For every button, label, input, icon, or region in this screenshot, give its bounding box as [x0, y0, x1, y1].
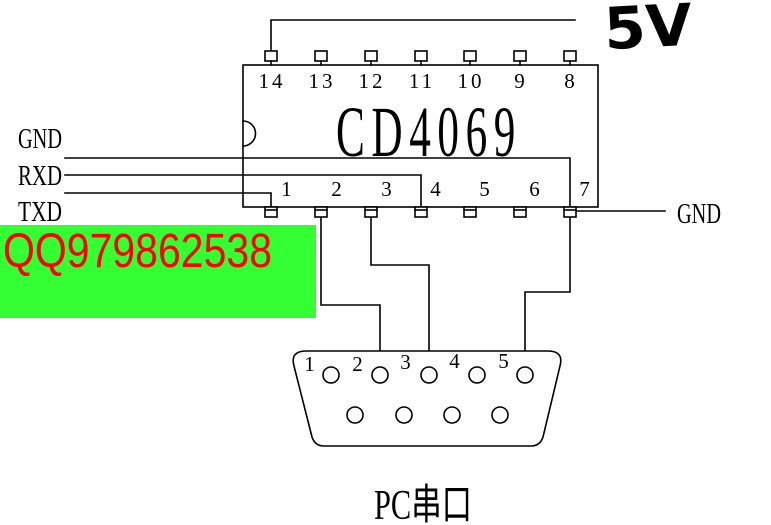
- signal-label-txd: TXD: [18, 196, 62, 228]
- signal-label-gnd-right: GND: [677, 198, 721, 230]
- pin-number: 2: [331, 177, 345, 201]
- port-pin-8: [443, 406, 461, 424]
- pin-2: 2: [314, 177, 345, 218]
- port-pin-1: [322, 366, 340, 384]
- contact-banner-text: QQ979862538: [3, 225, 272, 278]
- signal-label-rxd: RXD: [18, 160, 62, 192]
- pin-3: 3: [364, 177, 395, 218]
- pin-3-to-port-pin-3-wire: [370, 216, 430, 368]
- signal-label-gnd: GND: [18, 123, 62, 155]
- pin-10: 10: [458, 50, 485, 93]
- pin-box: [364, 206, 378, 218]
- pin-number: 9: [514, 69, 528, 93]
- pin-number: 7: [579, 177, 593, 201]
- ic-top-pins: 14 13 12 11 10 9 8: [259, 50, 578, 93]
- pin-box: [364, 50, 378, 62]
- contact-banner-box: [0, 225, 316, 318]
- pin-number: 4: [430, 177, 444, 201]
- pin-5: 5: [463, 177, 493, 218]
- pin-box: [414, 50, 428, 62]
- pin-box: [513, 50, 527, 62]
- supply-voltage-label: 5V: [602, 0, 694, 63]
- pin-4: 4: [414, 177, 444, 218]
- pin-number: 13: [309, 69, 336, 93]
- port-pin-6: [346, 406, 364, 424]
- pin-6: 6: [513, 177, 543, 218]
- pin-number: 11: [409, 69, 435, 93]
- pin-number: 6: [529, 177, 543, 201]
- port-pin-label: 5: [498, 349, 512, 373]
- port-pin-9: [491, 406, 509, 424]
- pin-box: [563, 206, 577, 218]
- pin-number: 8: [564, 69, 578, 93]
- ic-part-number: CD4069: [336, 92, 522, 172]
- pin-box: [264, 50, 278, 62]
- pin-box: [314, 206, 328, 218]
- pin-box: [264, 206, 278, 218]
- pin-box: [563, 50, 577, 62]
- ic-notch: [242, 120, 257, 147]
- pin-number: 14: [259, 69, 286, 93]
- pin-number: 3: [381, 177, 395, 201]
- pin-number: 10: [458, 69, 485, 93]
- pin-box: [414, 206, 428, 218]
- port-pin-4: [468, 366, 486, 384]
- txd-wire-to-pin-1: [64, 192, 272, 208]
- pin-14: 14: [259, 50, 286, 93]
- rxd-wire-to-pin-4: [64, 174, 422, 208]
- pin-12: 12: [359, 50, 386, 93]
- pin-box: [463, 206, 477, 218]
- pin-11: 11: [409, 50, 435, 93]
- serial-port-shell: [292, 350, 562, 447]
- pin-number: 12: [359, 69, 386, 93]
- port-pin-label: 1: [304, 352, 318, 376]
- pin-1: 1: [264, 177, 295, 218]
- port-pin-5: [516, 366, 534, 384]
- pin-7: 7: [563, 177, 593, 218]
- port-pin-2: [371, 366, 389, 384]
- port-pin-label: 2: [352, 352, 366, 376]
- pin-2-to-port-pin-2-wire: [320, 216, 381, 368]
- port-pin-3: [420, 366, 438, 384]
- pin-number: 1: [281, 177, 295, 201]
- pin-9: 9: [513, 50, 528, 93]
- pin-box: [314, 50, 328, 62]
- pin-box: [463, 50, 477, 62]
- port-pin-7: [395, 406, 413, 424]
- pin-number: 5: [479, 177, 493, 201]
- pin-box: [513, 206, 527, 218]
- ic-bottom-pins: 1 2 3 4 5 6 7: [264, 177, 593, 218]
- serial-port-label: PC串口: [374, 483, 472, 525]
- supply-wire: [270, 19, 576, 52]
- pin-8: 8: [563, 50, 578, 93]
- port-pin-label: 4: [449, 349, 463, 373]
- pin-7-to-port-pin-5-wire: [524, 216, 571, 368]
- pin-13: 13: [309, 50, 336, 93]
- gnd-wire-to-pin-7: [64, 157, 571, 208]
- pc-serial-port: 1 2 3 4 5: [292, 349, 562, 447]
- port-pin-label: 3: [400, 350, 414, 374]
